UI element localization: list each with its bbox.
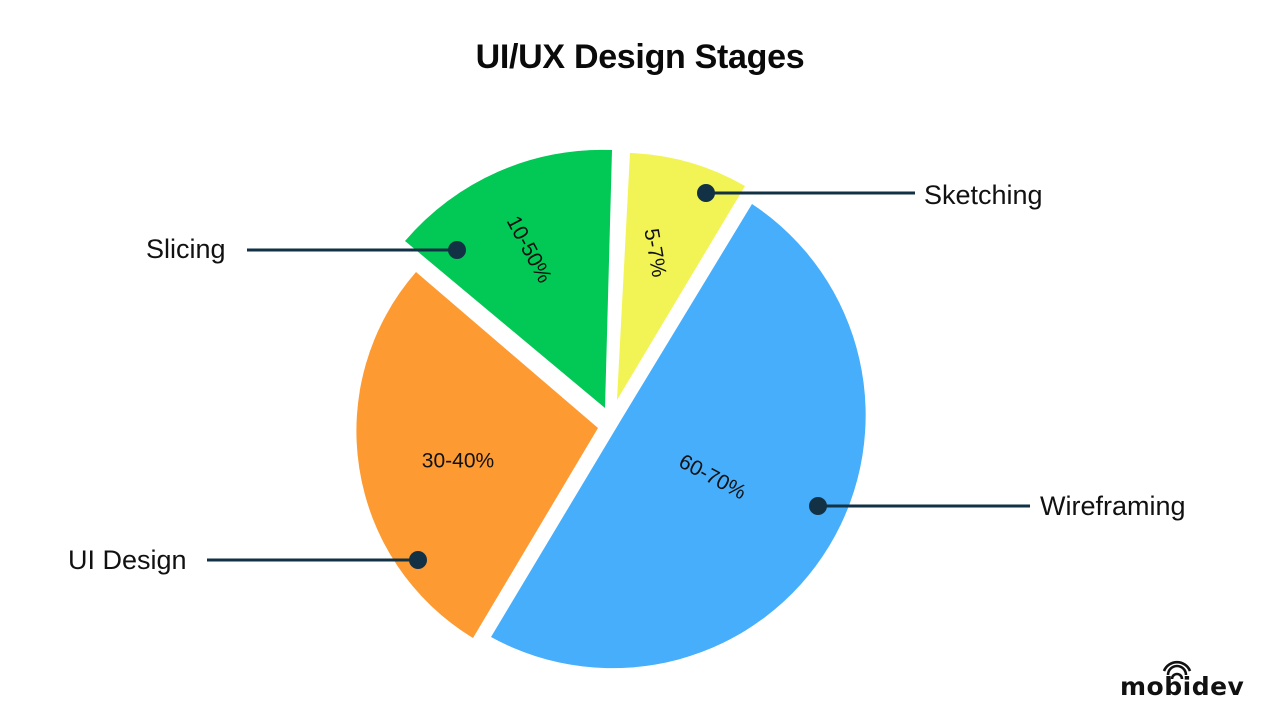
slice-value-label: 30-40% xyxy=(422,450,494,473)
pie-slice-ui-design xyxy=(356,272,598,638)
chart-title: UI/UX Design Stages xyxy=(475,38,805,76)
pie-slice-slicing xyxy=(405,149,612,408)
logo-text: mobidev xyxy=(1120,672,1245,701)
legend-label-slicing: Slicing xyxy=(146,234,226,264)
legend-label-ui-design: UI Design xyxy=(68,545,187,575)
leader-dot xyxy=(809,497,827,515)
legend-label-sketching: Sketching xyxy=(924,180,1043,210)
legend-label-wireframing: Wireframing xyxy=(1040,491,1186,521)
signal-icon xyxy=(1162,660,1192,680)
pie-slice-wireframing xyxy=(491,204,866,669)
leader-dot xyxy=(409,551,427,569)
pie-slice-sketching xyxy=(617,153,745,400)
leader-dot xyxy=(448,241,466,259)
mobidev-logo: mobidev xyxy=(1120,660,1244,701)
leader-dot xyxy=(697,184,715,202)
